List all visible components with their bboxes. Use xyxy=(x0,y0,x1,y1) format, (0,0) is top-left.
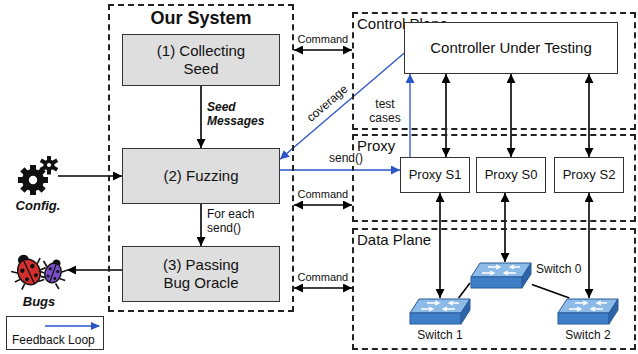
gear-icon xyxy=(18,156,58,196)
edge-label: Command xyxy=(297,33,350,46)
connector-arrow xyxy=(58,175,122,177)
bugs-node: Bugs xyxy=(6,244,72,312)
group-title: Data Plane xyxy=(357,231,431,249)
edge-label: For each send() xyxy=(206,208,266,236)
edge-label: send() xyxy=(328,152,364,166)
box-label: (1) Collecting Seed xyxy=(149,42,253,78)
proxy-box: Proxy S0 xyxy=(476,157,546,193)
box-label: Proxy S2 xyxy=(563,167,616,183)
connector-arrow xyxy=(588,193,590,298)
icon-label: Config. xyxy=(12,198,64,214)
process-box: (1) Collecting Seed xyxy=(122,34,280,86)
connector-arrow xyxy=(67,269,122,271)
process-box: (3) Passing Bug Oracle xyxy=(122,246,280,302)
gear-icon-art xyxy=(18,156,58,196)
switch-icon xyxy=(557,298,619,326)
switch-node: Switch 1 xyxy=(404,298,476,344)
connector-arrow xyxy=(200,204,202,246)
edge-label: Command xyxy=(297,271,350,284)
legend-line-sample xyxy=(45,320,101,332)
box-label: Proxy S0 xyxy=(485,167,538,183)
icon-label: Switch 0 xyxy=(536,262,581,276)
system-group: Our System (1) Collecting Seed (2) Fuzzing… xyxy=(108,4,294,312)
proxy-box: Proxy S2 xyxy=(554,157,624,193)
controller-box: Controller Under Testing xyxy=(404,22,618,74)
connector-arrow xyxy=(200,86,202,148)
bug-icon-art xyxy=(11,248,67,292)
proxy-box: Proxy S1 xyxy=(400,157,470,193)
bug-icon xyxy=(11,248,67,292)
switch-icon-art xyxy=(409,298,471,326)
icon-label: Switch 2 xyxy=(552,328,624,342)
legend-box: Feedback Loop xyxy=(6,316,104,350)
connector-arrow xyxy=(294,204,352,206)
edge-label: Seed Messages xyxy=(206,101,272,129)
box-label: Controller Under Testing xyxy=(430,39,591,57)
box-label: (3) Passing Bug Oracle xyxy=(149,256,253,292)
legend-text: Feedback Loop xyxy=(12,333,95,347)
connector-arrow xyxy=(294,287,352,289)
group-title: Our System xyxy=(110,8,292,30)
connector-arrow xyxy=(459,283,470,298)
box-label: Proxy S1 xyxy=(409,167,462,183)
switch-node: Switch 2 xyxy=(552,298,624,344)
edge-label: test cases xyxy=(362,98,408,126)
process-box: (2) Fuzzing xyxy=(122,148,280,204)
connector-arrow xyxy=(439,193,441,298)
proxy-group: ProxyProxy S1Proxy S0Proxy S2 xyxy=(352,134,636,222)
icon-label: Switch 1 xyxy=(404,328,476,342)
config-node: Config. xyxy=(12,152,64,214)
switch-icon xyxy=(409,298,471,326)
icon-label: Bugs xyxy=(6,294,72,310)
switch-icon xyxy=(470,262,532,290)
plane-group: Data PlaneSwitch 0 Switch 1 Switch 2 xyxy=(352,228,636,350)
connector-arrow xyxy=(510,74,512,157)
box-label: (2) Fuzzing xyxy=(163,167,238,185)
connector-arrow xyxy=(445,74,447,157)
connector-arrow xyxy=(588,74,590,157)
feedback-arrow xyxy=(280,169,400,170)
switch-icon-art xyxy=(470,262,532,290)
connector-arrow xyxy=(294,49,352,51)
connector-arrow xyxy=(532,284,569,298)
switch-icon-art xyxy=(557,298,619,326)
edge-label: Command xyxy=(297,188,350,201)
switch-node: Switch 0 xyxy=(470,262,586,290)
feedback-arrow xyxy=(409,74,410,157)
